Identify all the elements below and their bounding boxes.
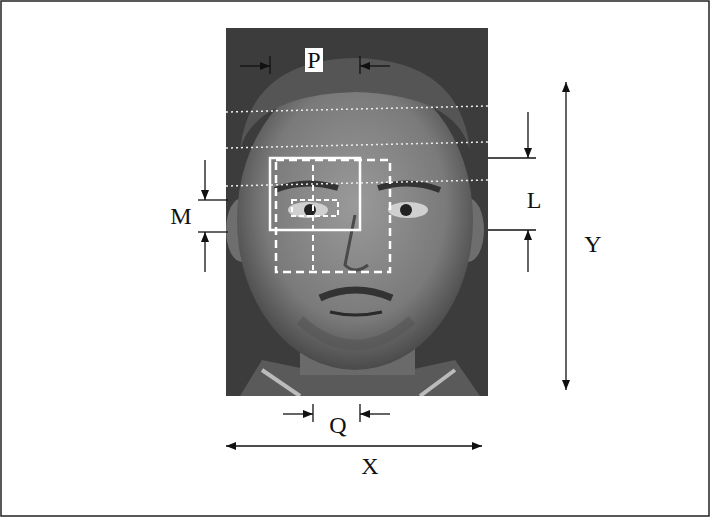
dimension-lines	[198, 56, 566, 446]
dimension-label: X	[359, 454, 380, 478]
dimension-label: M	[168, 204, 193, 228]
photo	[226, 28, 488, 396]
dimension-label: Q	[327, 413, 348, 437]
dimension-label: L	[525, 188, 544, 212]
dimension-label: Y	[582, 232, 603, 256]
dimension-label: P	[305, 48, 322, 72]
